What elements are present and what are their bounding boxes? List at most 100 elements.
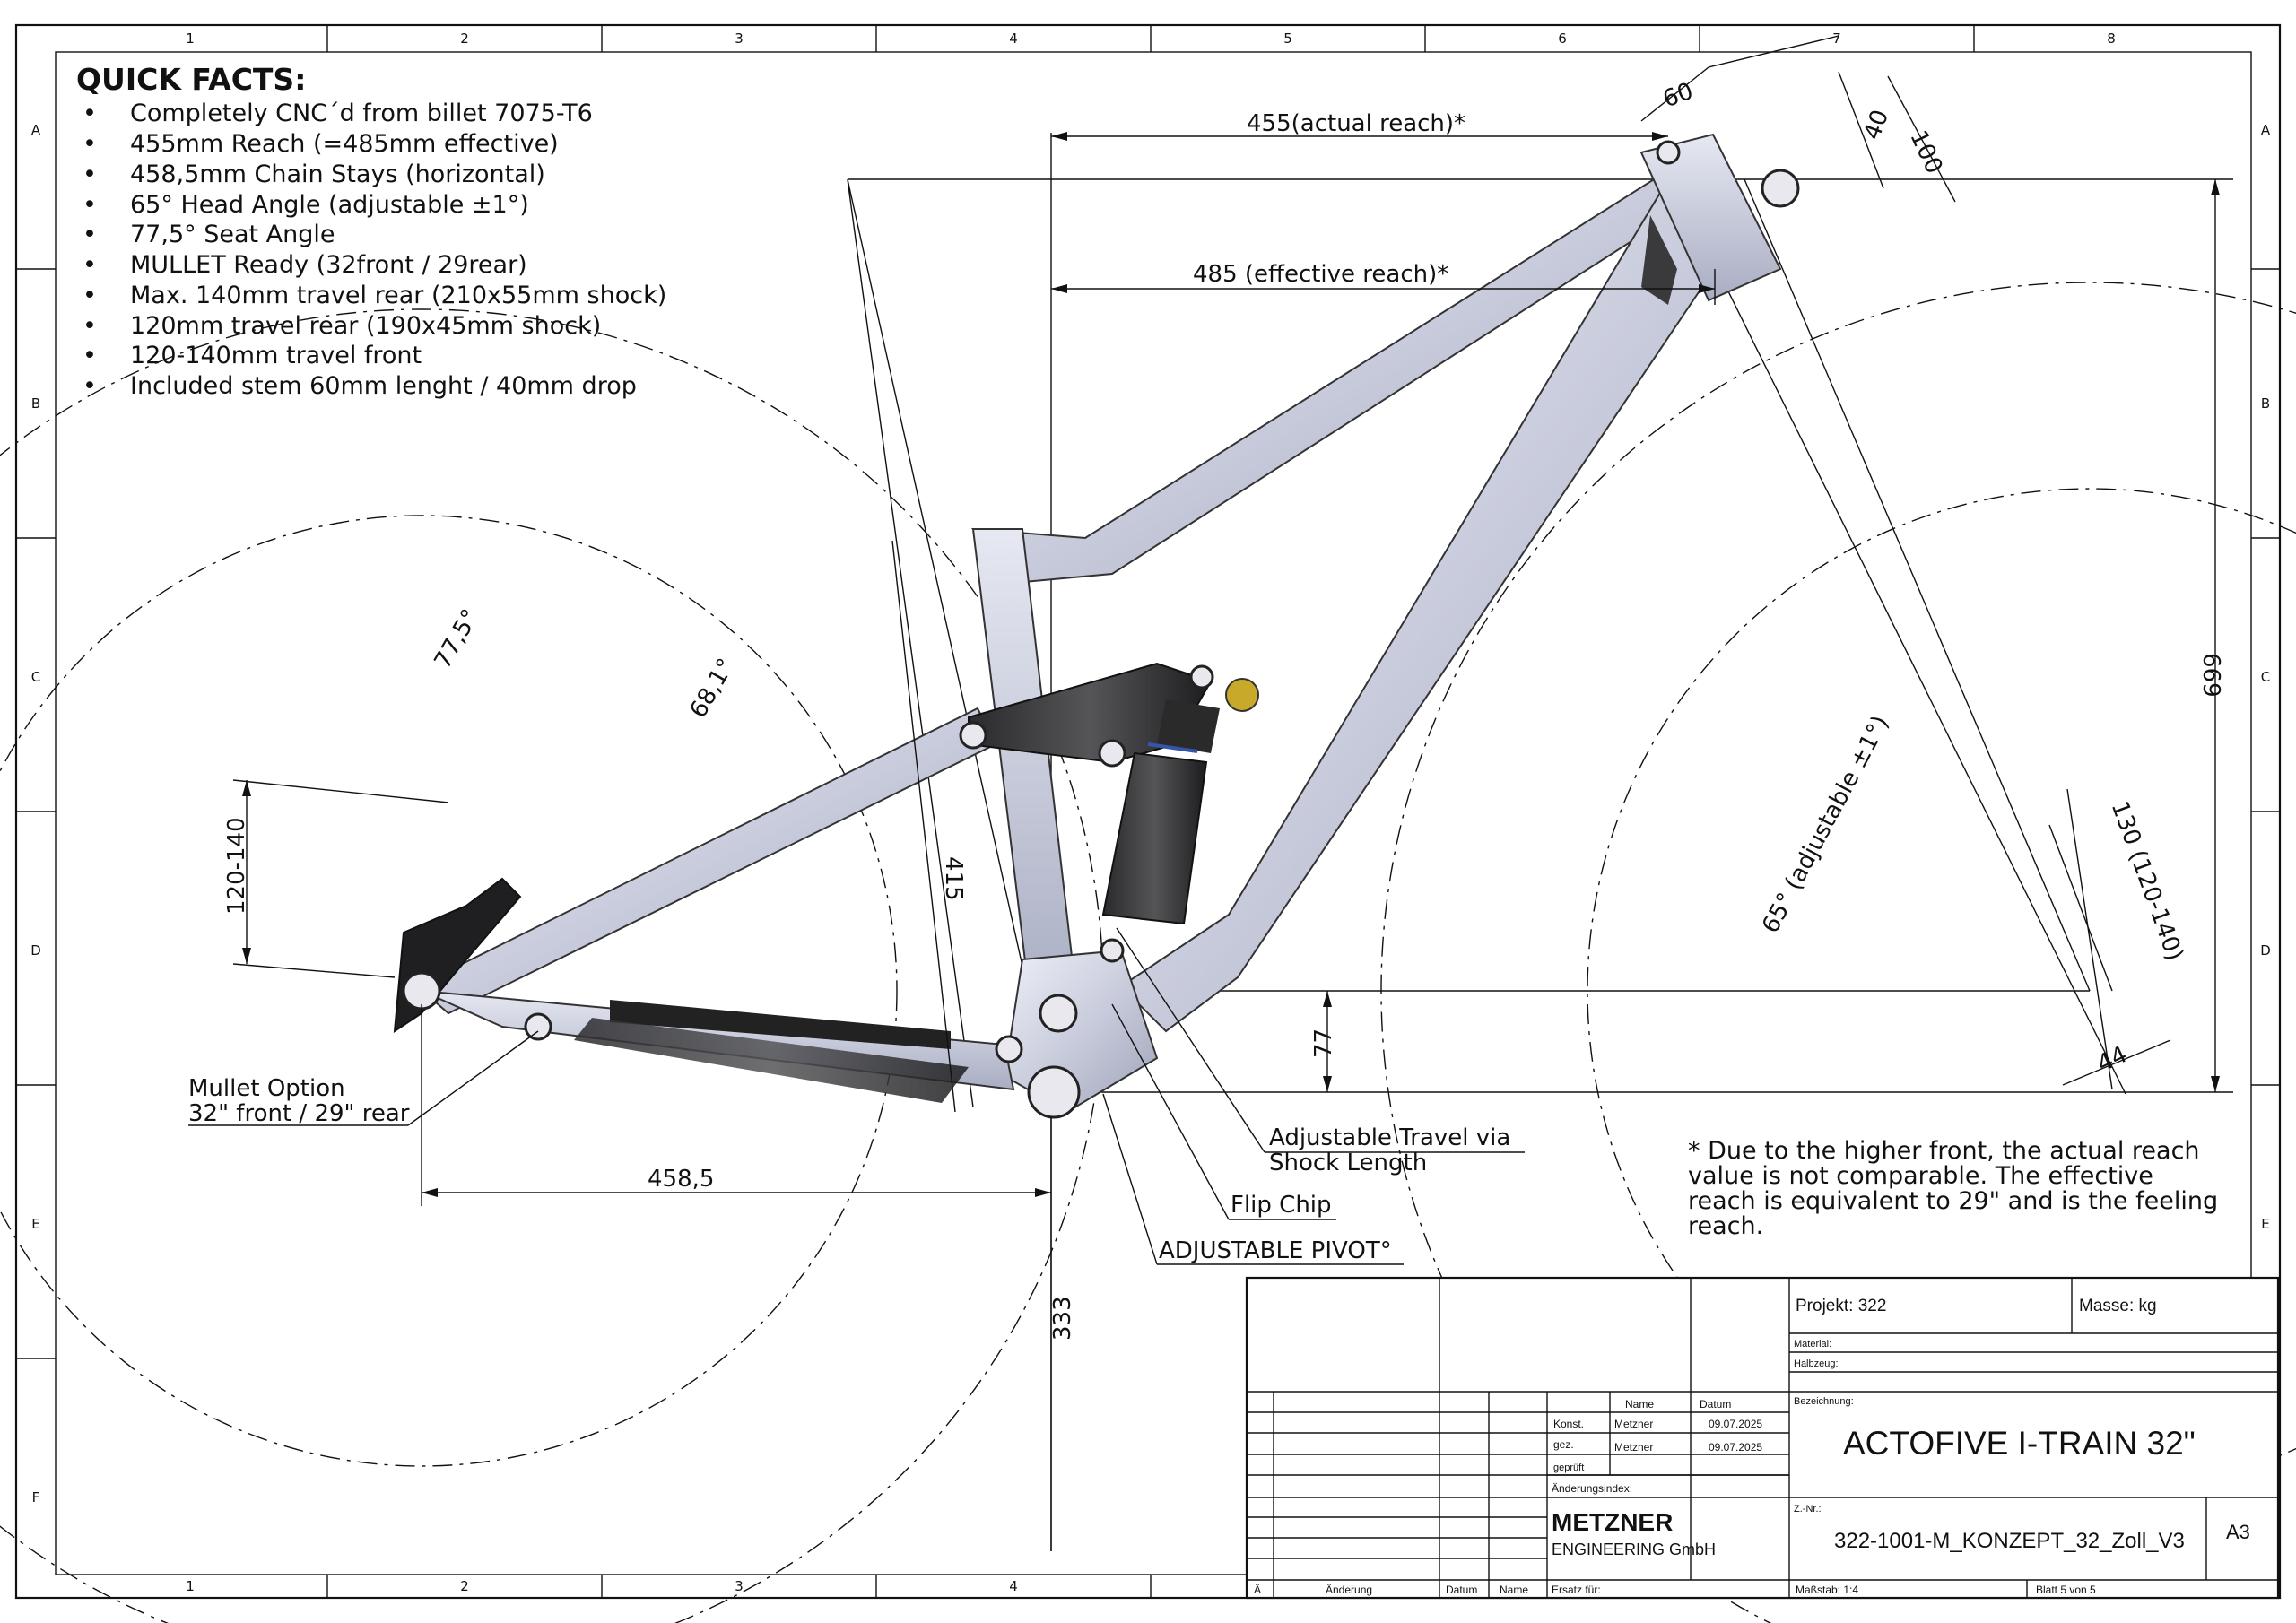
callout-flip-chip: Flip Chip [1231,1192,1332,1219]
grid-row-F: F [32,1489,40,1506]
dim-effective-reach: 485 (effective reach)* [1193,261,1448,288]
note-line-3: reach is equivalent to 29" and is the fe… [1688,1187,2218,1215]
svg-text:•: • [83,342,97,369]
quick-fact-8: 120mm travel rear (190x45mm shock) [130,312,601,340]
dim-fork-offset: 44 [2093,1041,2132,1078]
tb-geprueft: geprüft [1553,1462,1584,1473]
callout-adj-travel-2: Shock Length [1269,1150,1427,1176]
grid-col-5: 5 [1283,30,1292,47]
dim-stack: 669 [2197,653,2224,698]
tb-company: METZNER [1552,1508,1673,1536]
tb-masse: Masse: kg [2079,1297,2157,1315]
grid-col-6: 6 [1558,30,1567,47]
dim-seat-angle: 77,5° [430,604,484,673]
quick-fact-6: MULLET Ready (32front / 29rear) [130,251,527,279]
grid-col-3-bottom: 3 [735,1578,744,1594]
dim-actual-reach: 455(actual reach)* [1247,110,1465,137]
dim-travel-rear: 120-140 [223,817,250,915]
tb-material: Material: [1794,1339,1831,1350]
dim-head-angle: 65° (adjustable ±1°) [1757,711,1894,937]
bike-frame [393,133,1800,1119]
quick-facts-title: QUICK FACTS: [76,62,306,97]
grid-col-4: 4 [1009,30,1018,47]
tb-gez: gez. [1553,1438,1574,1451]
tb-ai: Ä [1254,1584,1261,1596]
dim-bb-drop: 77 [1310,1028,1337,1058]
callout-mullet-2: 32" front / 29" rear [188,1100,410,1127]
grid-col-2: 2 [460,30,469,47]
quick-facts: QUICK FACTS: Completely CNC´d from bille… [76,62,666,400]
tb-name: Name [1500,1584,1528,1596]
tb-aenderung: Änderung [1326,1584,1372,1596]
svg-text:•: • [83,130,97,158]
grid-col-1-bottom: 1 [186,1578,195,1594]
tb-projekt: Projekt: 322 [1796,1297,1886,1315]
tb-blatt: Blatt 5 von 5 [2036,1584,2096,1596]
tb-konst-name: Metzner [1614,1418,1653,1430]
dim-bb-ground: 333 [1049,1296,1076,1341]
tb-format: A3 [2226,1521,2250,1543]
svg-text:•: • [83,161,97,188]
grid-row-C: C [31,669,40,685]
quick-fact-5: 77,5° Seat Angle [130,221,335,248]
dimension-lines [188,35,2220,1551]
grid-row-A: A [31,122,41,138]
tb-bezeichnung: Bezeichnung: [1794,1396,1854,1407]
reach-note: * Due to the higher front, the actual re… [1688,1137,2218,1240]
title-block: Projekt: 322 Masse: kg Material: Halbzeu… [1245,1276,2280,1600]
dim-chainstay: 458,5 [648,1166,714,1193]
grid-col-8: 8 [2107,30,2116,47]
svg-text:•: • [83,282,97,309]
svg-text:•: • [83,372,97,400]
tb-company-sub: ENGINEERING GmbH [1552,1541,1716,1558]
tb-konst: Konst. [1553,1418,1584,1430]
dim-stem-length: 60 [1659,78,1696,114]
quick-fact-10: Included stem 60mm lenght / 40mm drop [130,372,637,400]
tb-massstab: Maßstab: 1:4 [1796,1584,1858,1596]
tb-gez-date: 09.07.2025 [1709,1441,1762,1454]
grid-row-D-right: D [2260,942,2271,959]
tb-drawing-title: ACTOFIVE I-TRAIN 32" [1843,1425,2196,1462]
tb-halbzeug: Halbzeug: [1794,1358,1839,1369]
grid-row-D: D [30,942,41,959]
dim-stem-100: 100 [1904,126,1947,178]
quick-fact-1: Completely CNC´d from billet 7075-T6 [130,100,593,127]
grid-row-C-right: C [2261,669,2270,685]
dim-fork-travel: 130 (120-140) [2106,798,2188,965]
note-line-2: value is not comparable. The effective [1688,1162,2153,1190]
dim-seat-tube: 415 [940,856,967,901]
svg-text:•: • [83,191,97,219]
svg-text:•: • [83,221,97,248]
grid-col-3: 3 [735,30,744,47]
grid-row-E-right: E [2261,1216,2269,1232]
callout-adj-travel-1: Adjustable Travel via [1269,1124,1510,1151]
tb-col-datum: Datum [1700,1398,1731,1410]
tb-aenderungsindex: Änderungsindex: [1552,1482,1632,1495]
grid-col-1: 1 [186,30,195,47]
quick-fact-9: 120-140mm travel front [130,342,422,369]
tb-znr-label: Z.-Nr.: [1794,1504,1822,1515]
grid-row-B: B [31,395,40,412]
dim-angle-68: 68,1° [685,654,740,722]
tb-znr: 322-1001-M_KONZEPT_32_Zoll_V3 [1834,1529,2185,1553]
callout-mullet-1: Mullet Option [188,1075,345,1102]
note-line-1: * Due to the higher front, the actual re… [1688,1137,2200,1165]
quick-fact-2: 455mm Reach (=485mm effective) [130,130,559,158]
svg-text:•: • [83,100,97,127]
quick-fact-7: Max. 140mm travel rear (210x55mm shock) [130,282,666,309]
callouts: Mullet Option 32" front / 29" rear Adjus… [188,1075,1510,1264]
tb-col-name: Name [1625,1398,1654,1410]
tb-datum: Datum [1446,1584,1477,1596]
tb-gez-name: Metzner [1614,1441,1653,1454]
quick-fact-3: 458,5mm Chain Stays (horizontal) [130,161,545,188]
svg-text:•: • [83,312,97,340]
tb-ersatz: Ersatz für: [1552,1584,1601,1596]
svg-text:•: • [83,251,97,279]
callout-adjustable-pivot: ADJUSTABLE PIVOT° [1159,1237,1392,1264]
grid-row-B-right: B [2261,395,2270,412]
grid-row-A-right: A [2261,122,2271,138]
grid-row-E: E [31,1216,39,1232]
tb-konst-date: 09.07.2025 [1709,1418,1762,1430]
quick-fact-4: 65° Head Angle (adjustable ±1°) [130,191,529,219]
